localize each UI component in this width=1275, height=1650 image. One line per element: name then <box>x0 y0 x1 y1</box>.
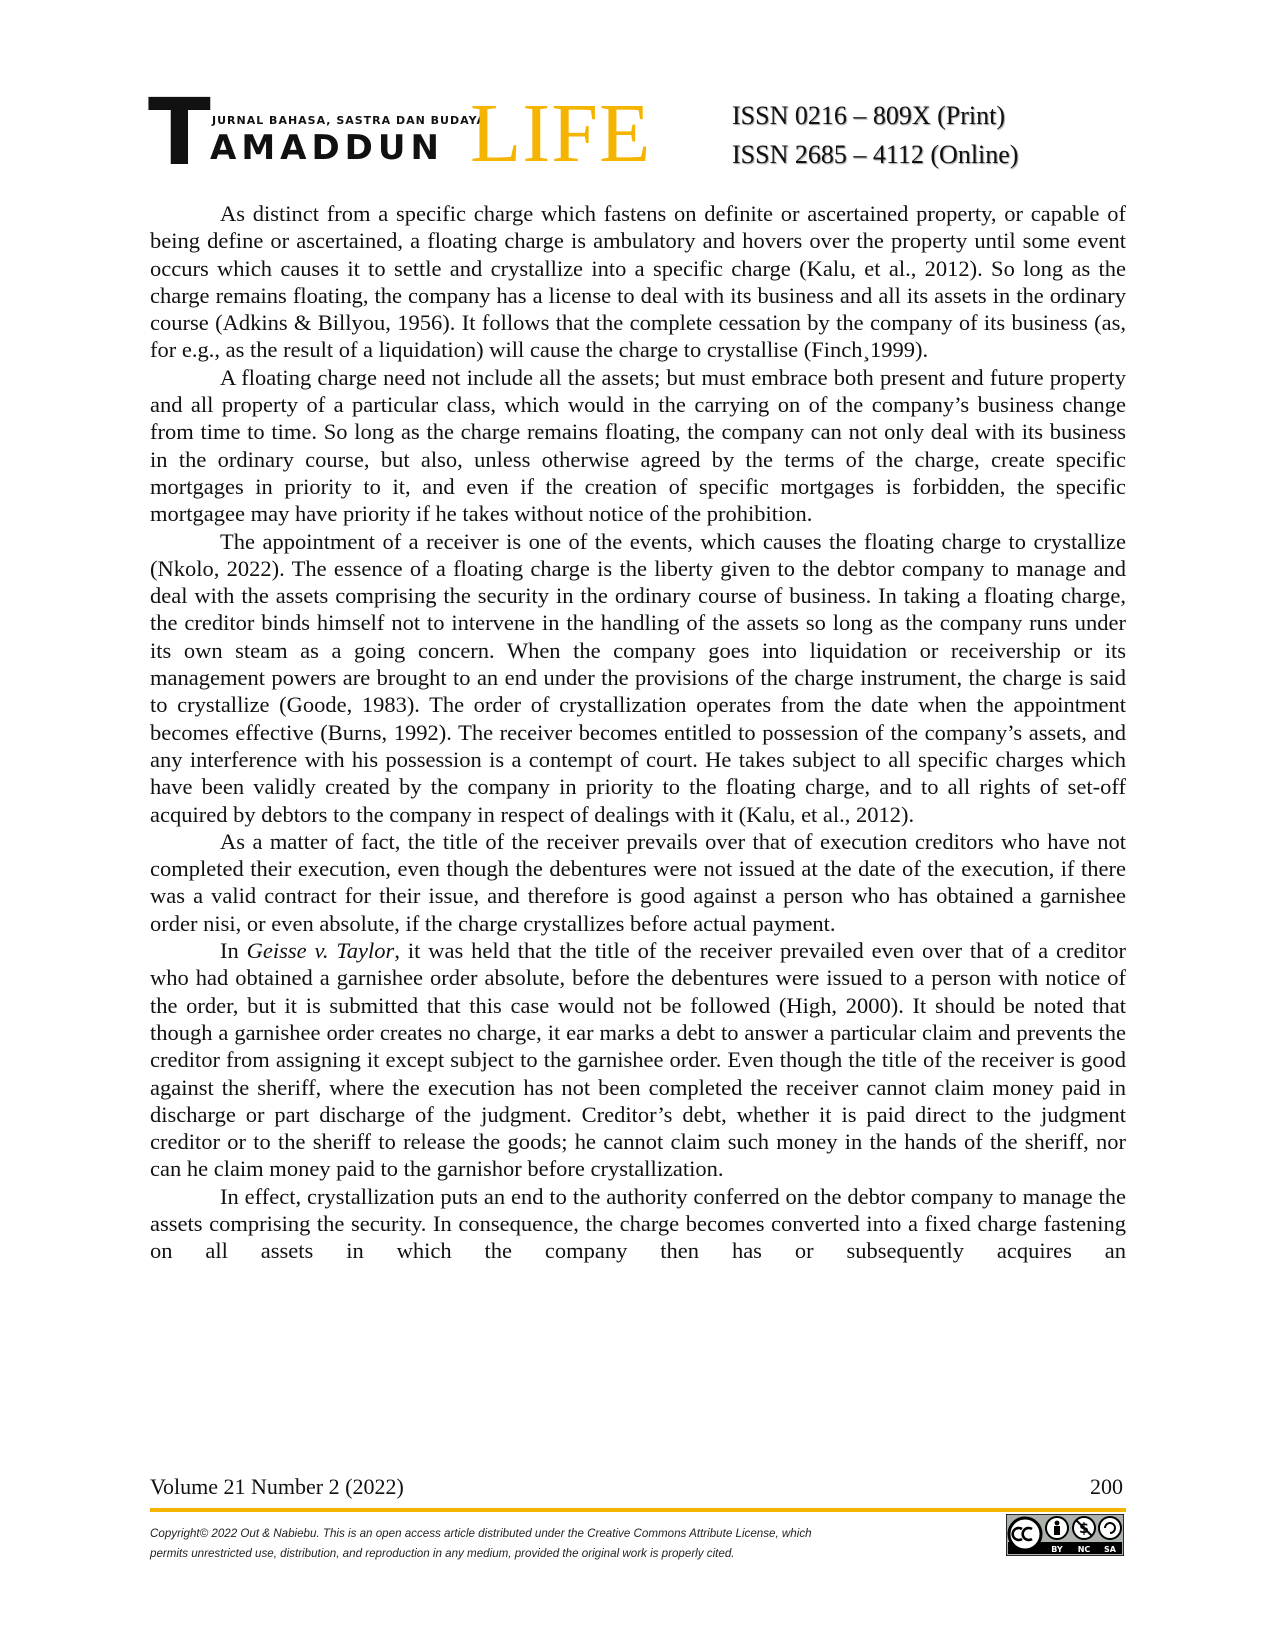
paragraph-5-rest: , it was held that the title of the rece… <box>150 938 1126 1182</box>
issn-block: ISSN 0216 – 809X (Print) ISSN 2685 – 411… <box>732 96 1018 174</box>
volume-label: Volume 21 Number 2 (2022) <box>150 1474 404 1499</box>
case-name: Geisse v. Taylor <box>246 938 395 964</box>
journal-header: T JURNAL BAHASA, SASTRA DAN BUDAYA AMADD… <box>148 79 1128 186</box>
cc-label-by: BY <box>1051 1545 1063 1554</box>
cc-label-nc: NC <box>1078 1545 1091 1554</box>
page-number: 200 <box>1090 1474 1123 1499</box>
paragraph-4: As a matter of fact, the title of the re… <box>150 828 1126 936</box>
paragraph-5-prefix: In <box>220 938 247 964</box>
nc-strike-icon <box>1075 1519 1093 1537</box>
copyright-notice: Copyright© 2022 Out & Nabiebu. This is a… <box>150 1524 910 1564</box>
paragraph-6: In effect, crystallization puts an end t… <box>150 1183 1126 1264</box>
copyright-line-1: Copyright© 2022 Out & Nabiebu. This is a… <box>150 1527 812 1540</box>
logo-letter-t: T <box>148 79 211 186</box>
cc-label-sa: SA <box>1104 1545 1117 1554</box>
footer-divider <box>150 1508 1126 1512</box>
issn-online: ISSN 2685 – 4112 (Online) <box>732 140 1019 169</box>
logo-subtitle: JURNAL BAHASA, SASTRA DAN BUDAYA <box>212 114 487 127</box>
article-body: As distinct from a specific charge which… <box>150 200 1126 1265</box>
by-person-body-icon <box>1054 1526 1060 1535</box>
cc-letters-icon <box>1011 1526 1033 1542</box>
copyright-line-2: permits unrestricted use, distribution, … <box>150 1547 735 1560</box>
issn-print: ISSN 0216 – 809X (Print) <box>732 101 1006 130</box>
paragraph-1: As distinct from a specific charge which… <box>150 201 1126 363</box>
by-person-head-icon <box>1054 1520 1060 1526</box>
cc-icon <box>1007 1516 1043 1552</box>
creative-commons-license-icon: $ BY NC SA <box>1006 1514 1124 1556</box>
sa-arrow-icon <box>1104 1522 1116 1534</box>
journal-logo: T JURNAL BAHASA, SASTRA DAN BUDAYA AMADD… <box>148 79 668 186</box>
paragraph-2: A floating charge need not include all t… <box>150 364 1126 527</box>
paragraph-3: The appointment of a receiver is one of … <box>150 528 1126 827</box>
logo-name: AMADDUN <box>210 128 444 168</box>
paragraph-5: In Geisse v. Taylor, it was held that th… <box>150 937 1126 1183</box>
logo-life: LIFE <box>470 87 652 180</box>
sa-icon <box>1098 1516 1122 1540</box>
